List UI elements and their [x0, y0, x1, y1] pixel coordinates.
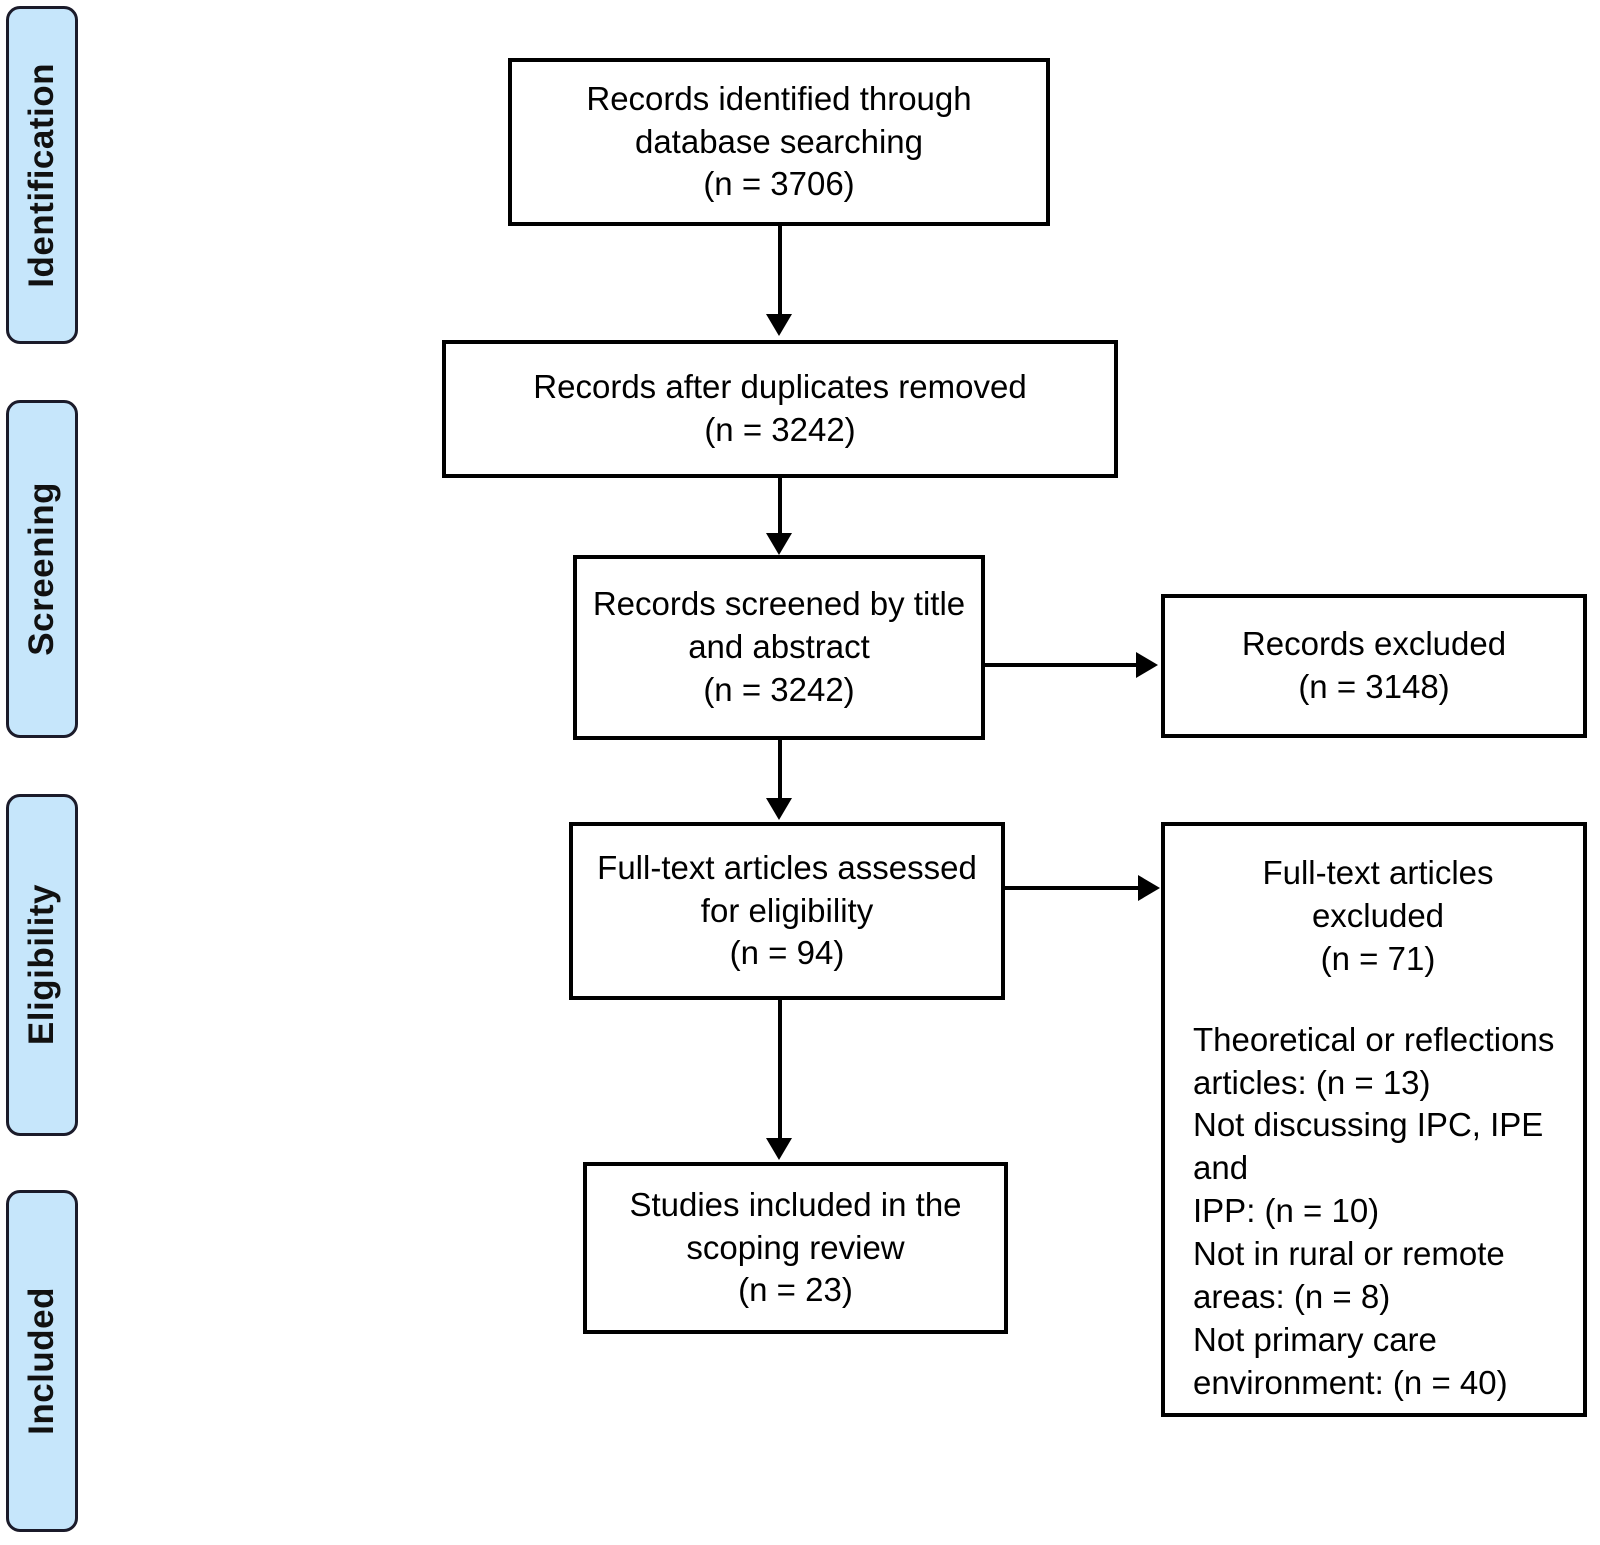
connector-identified-to-duplicates: [778, 226, 782, 316]
box-fulltext-excluded-reason-line-3: Not discussing IPC, IPE and: [1193, 1106, 1544, 1187]
box-fulltext-excluded-reason-line-6: areas: (n = 8): [1193, 1278, 1391, 1316]
stage-pill-eligibility: Eligibility: [6, 794, 78, 1136]
box-fulltext-assessed-line-1: Full-text articles assessed: [597, 848, 977, 886]
box-fulltext-excluded-reason-line-1: Theoretical or reflections: [1193, 1020, 1555, 1058]
box-records-after-duplicates-line-2: (n = 3242): [704, 411, 856, 448]
box-records-identified: Records identified through database sear…: [508, 58, 1050, 226]
box-fulltext-excluded-reason-line-7: Not primary care: [1193, 1320, 1437, 1358]
box-records-after-duplicates-line-1: Records after duplicates removed: [533, 368, 1027, 406]
box-studies-included-line-2: scoping review: [686, 1228, 905, 1266]
box-records-identified-line-3: (n = 3706): [703, 165, 855, 203]
box-records-screened: Records screened by title and abstract (…: [573, 555, 985, 740]
box-fulltext-excluded-reason-line-5: Not in rural or remote: [1193, 1235, 1505, 1273]
stage-pill-included: Included: [6, 1190, 78, 1532]
box-fulltext-assessed-line-3: (n = 94): [729, 934, 845, 972]
box-records-excluded: Records excluded (n = 3148): [1161, 594, 1587, 738]
box-records-excluded-line-2: (n = 3148): [1298, 668, 1450, 705]
box-fulltext-excluded: Full-text articles excluded (n = 71) The…: [1161, 822, 1587, 1417]
connector-screened-to-excluded: [985, 663, 1137, 667]
box-fulltext-excluded-spacer: [1193, 981, 1563, 1019]
connector-fulltext-to-included: [778, 1000, 782, 1140]
connector-duplicates-to-screened: [778, 478, 782, 536]
arrow-fulltext-to-excluded: [1138, 875, 1160, 901]
stage-label-eligibility: Eligibility: [22, 884, 61, 1046]
box-studies-included-line-3: (n = 23): [738, 1271, 853, 1309]
box-fulltext-excluded-reason-line-4: IPP: (n = 10): [1193, 1192, 1380, 1230]
box-records-after-duplicates: Records after duplicates removed (n = 32…: [442, 340, 1118, 478]
box-fulltext-excluded-reason-line-8: environment: (n = 40): [1193, 1363, 1508, 1401]
box-records-screened-line-3: (n = 3242): [703, 670, 855, 708]
stage-pill-screening: Screening: [6, 400, 78, 738]
stage-label-identification: Identification: [22, 62, 61, 288]
box-records-screened-line-1: Records screened by title: [592, 585, 966, 623]
box-fulltext-assessed: Full-text articles assessed for eligibil…: [569, 822, 1005, 1000]
box-studies-included: Studies included in the scoping review (…: [583, 1162, 1008, 1334]
arrow-screened-to-fulltext: [766, 798, 792, 820]
stage-label-screening: Screening: [22, 482, 61, 656]
box-fulltext-excluded-head-line-1: Full-text articles excluded: [1262, 854, 1494, 934]
box-fulltext-excluded-reason-line-2: articles: (n = 13): [1193, 1063, 1431, 1101]
connector-fulltext-to-excluded: [1005, 886, 1139, 890]
box-records-excluded-line-1: Records excluded: [1241, 625, 1507, 663]
box-fulltext-assessed-line-2: for eligibility: [700, 891, 874, 929]
arrow-fulltext-to-included: [766, 1138, 792, 1160]
arrow-screened-to-excluded: [1136, 652, 1158, 678]
stage-label-included: Included: [22, 1287, 61, 1435]
box-fulltext-excluded-head-line-2: (n = 71): [1320, 939, 1436, 977]
box-records-screened-line-2: and abstract: [688, 628, 870, 666]
stage-pill-identification: Identification: [6, 6, 78, 344]
arrow-duplicates-to-screened: [766, 533, 792, 555]
box-records-identified-line-2: database searching: [634, 122, 924, 160]
connector-screened-to-fulltext: [778, 740, 782, 800]
box-studies-included-line-1: Studies included in the: [629, 1185, 962, 1223]
box-records-identified-line-1: Records identified through: [586, 79, 972, 117]
arrow-identified-to-duplicates: [766, 314, 792, 336]
